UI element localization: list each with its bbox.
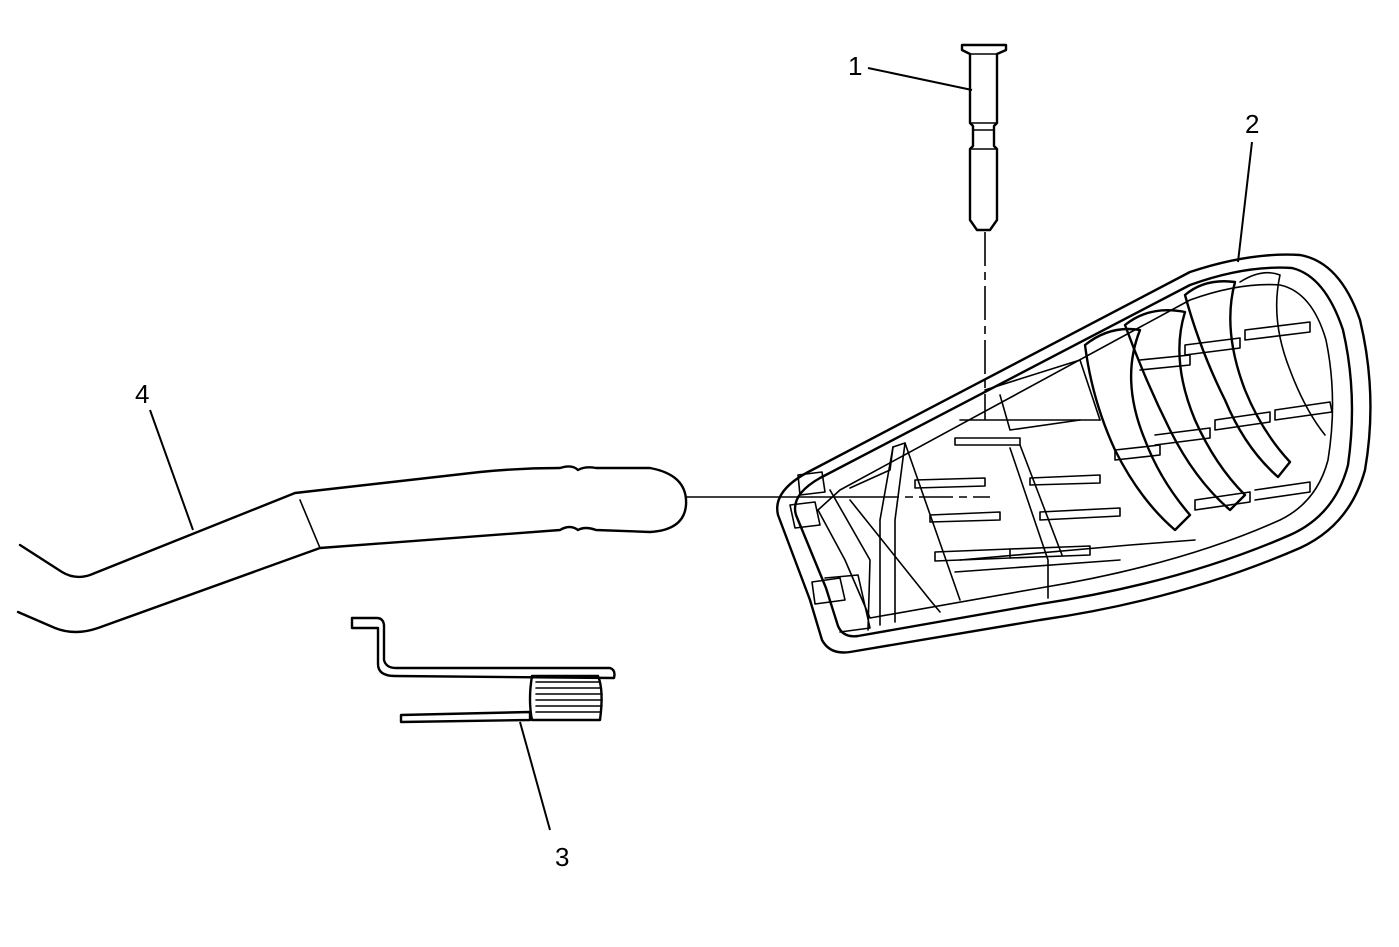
part-2-pedal-housing bbox=[776, 253, 1372, 654]
callout-4: 4 bbox=[135, 379, 149, 409]
part-4-pedal-arm bbox=[16, 465, 688, 634]
callout-3: 3 bbox=[555, 842, 569, 872]
leader-1 bbox=[867, 67, 973, 91]
callout-2: 2 bbox=[1245, 109, 1259, 139]
callout-1: 1 bbox=[848, 51, 862, 81]
leader-2 bbox=[1237, 141, 1253, 263]
part-1-pin bbox=[960, 43, 1008, 232]
leader-3 bbox=[519, 721, 551, 831]
part-3-spring bbox=[350, 616, 616, 724]
leader-4 bbox=[149, 409, 194, 531]
